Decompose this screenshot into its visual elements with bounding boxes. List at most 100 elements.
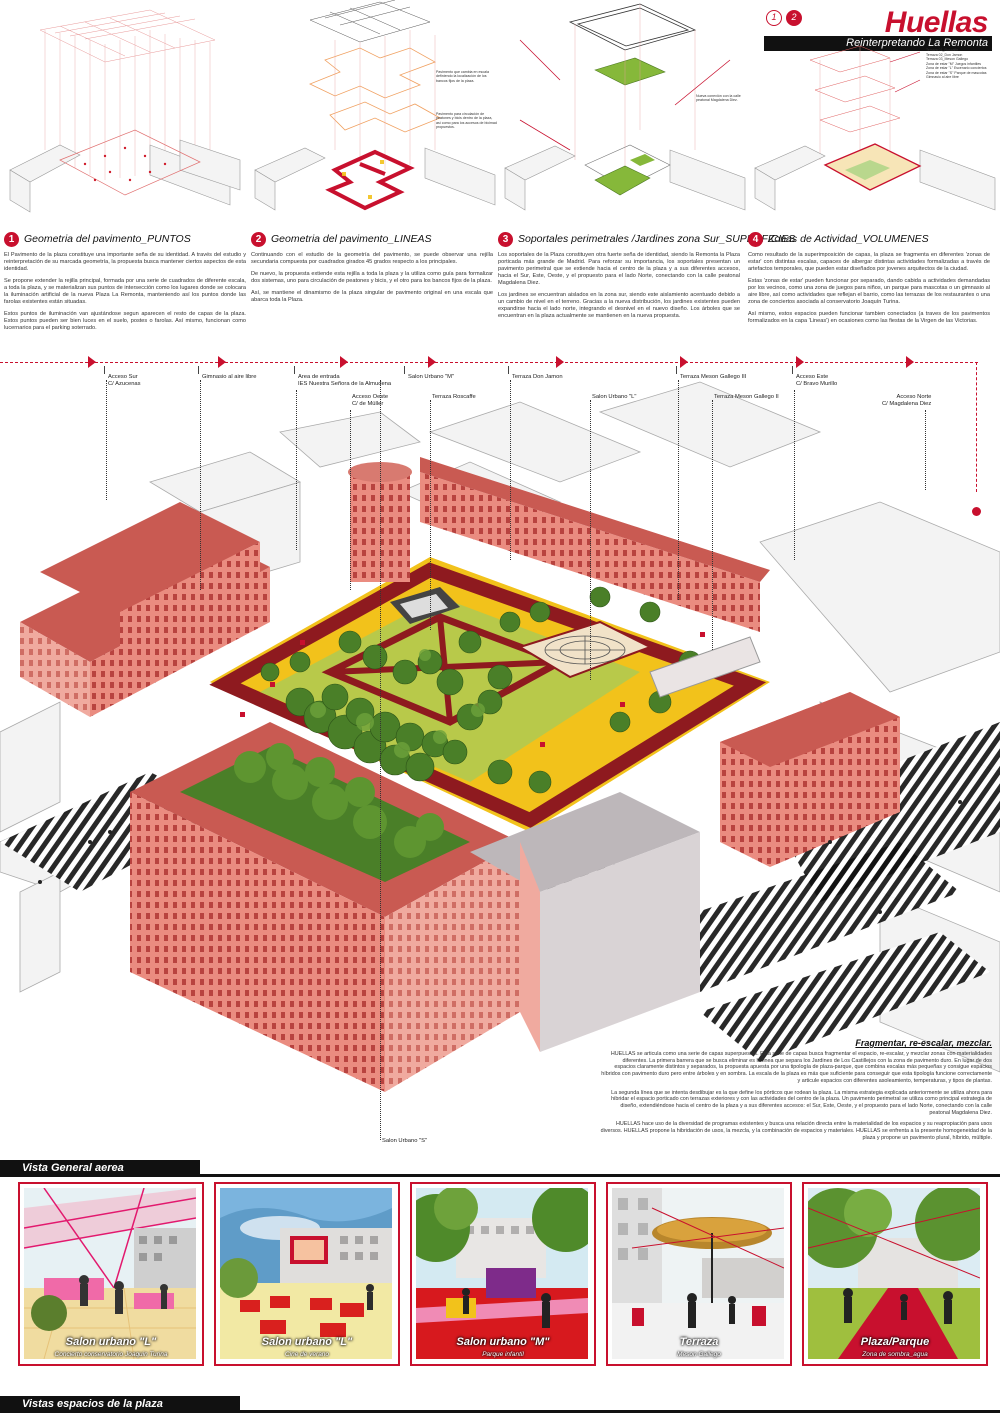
column-points: 1 Geometria del pavimento_PUNTOS El Pavi… xyxy=(4,230,246,337)
aerial-axonometric-graphic xyxy=(0,381,1000,1092)
diagram-lines: Pavimento que cambia en escala definiend… xyxy=(250,0,500,226)
column-paragraph: Se propone extender la rejilla principal… xyxy=(4,278,246,305)
column-paragraph: Así mismo, estos espacios pueden funcion… xyxy=(748,311,990,324)
diagram-volumes-legend: Terraza 01_Roscaffe Terraza 02_Don Jamon… xyxy=(926,48,998,80)
thumb-playground-image xyxy=(416,1188,588,1359)
column-number: 1 xyxy=(4,231,19,247)
page-subtitle: Reinterpretando La Remonta xyxy=(846,37,988,49)
diagram-surfaces-note: Nueva conexión con la calle peatonal Mag… xyxy=(696,94,741,103)
diagram-lines-note-2: Pavimento para circulación de peatones y… xyxy=(436,112,497,130)
concept-paragraph: La segunda línea que se intenta desdibuj… xyxy=(611,1089,992,1116)
thumb-terrace[interactable]: Terraza Meson Gallego xyxy=(606,1182,792,1366)
timeline-arrow-icon xyxy=(680,356,688,368)
timeline-arrow-icon xyxy=(428,356,436,368)
column-paragraph: Los jardines se encuentran aislados en l… xyxy=(498,292,740,319)
thumb-title: Plaza/Parque xyxy=(860,1336,930,1348)
label-terraza-roscaffe: Terraza Roscaffe xyxy=(432,394,476,400)
section-rule xyxy=(0,1174,1000,1177)
section-rule xyxy=(0,1410,1000,1413)
legend-item: Zona de estar "S" Parque de mascotas xyxy=(926,70,987,75)
legend-item: Terraza 03_Meson Gallego xyxy=(926,57,969,61)
panel-number-1[interactable]: 1 xyxy=(766,10,782,26)
label-salon-s: Salon Urbano "S" xyxy=(382,1138,428,1144)
thumb-concert[interactable]: Salon urbano "L" Concierto conservatorio… xyxy=(18,1182,204,1366)
column-title: Soportales perimetrales /Jardines zona S… xyxy=(518,233,796,245)
label-terraza-don-jamon: Terraza Don Jamon xyxy=(512,374,563,380)
column-volumes: 4 Zonas de Actividad_VOLUMENES Como resu… xyxy=(748,230,990,330)
column-title: Geometria del pavimento_PUNTOS xyxy=(24,233,191,245)
column-paragraph: Así, se mantiene el dinamismo de la plaz… xyxy=(251,290,493,303)
legend-item: Gimnasio al aire libre xyxy=(926,75,959,79)
timeline-line xyxy=(0,362,978,363)
view-thumbnails: Salon urbano "L" Concierto conservatorio… xyxy=(0,1182,1000,1372)
diagram-points xyxy=(0,0,250,226)
column-paragraph: Estos puntos de iluminación van ajustánd… xyxy=(4,311,246,331)
thumb-terrace-image xyxy=(612,1188,784,1359)
thumb-subtitle: Cine de verano xyxy=(284,1351,330,1358)
layer-diagrams: Pavimento que cambia en escala definiend… xyxy=(0,0,1000,226)
concept-text: Fragmentar, re-escalar, mezclar. HUELLAS… xyxy=(600,1038,992,1146)
column-paragraph: Continuando con el estudio de la geometr… xyxy=(251,252,493,265)
timeline-arrow-icon xyxy=(556,356,564,368)
label-area-entrada: Area de entrada IES Nuestra Señora de la… xyxy=(298,374,392,387)
diagram-points-graphic xyxy=(9,9,241,213)
section-title-views: Vistas espacios de la plaza xyxy=(22,1398,163,1410)
column-paragraph: Los soportales de la Plaza constituyen o… xyxy=(498,252,740,286)
timeline-arrow-icon xyxy=(218,356,226,368)
timeline-end-dot xyxy=(972,507,981,516)
legend-item: Zona de estar "M" Juegos infantiles xyxy=(926,61,982,66)
column-surfaces: 3 Soportales perimetrales /Jardines zona… xyxy=(498,230,795,325)
timeline-arrow-icon xyxy=(88,356,96,368)
thumb-title: Salon urbano "L" xyxy=(261,1336,353,1348)
label-meson-gallego-3: Terraza Meson Gallego III xyxy=(680,374,747,380)
thumb-subtitle: Parque infantil xyxy=(482,1351,524,1358)
diagram-surfaces: Nueva conexión con la calle peatonal Mag… xyxy=(500,0,750,226)
label-acceso-norte: Acceso Norte C/ Magdalena Diez xyxy=(882,394,932,407)
column-lines: 2 Geometria del pavimento_LINEAS Continu… xyxy=(251,230,493,309)
thumb-cinema[interactable]: Salon urbano "L" Cine de verano xyxy=(214,1182,400,1366)
concept-paragraph: HUELLAS se articula como una serie de ca… xyxy=(601,1051,992,1084)
thumb-cinema-image xyxy=(220,1188,392,1359)
thumb-park[interactable]: Plaza/Parque Zona de sombra_agua xyxy=(802,1182,988,1366)
concept-paragraph: HUELLAS hace uso de la diversidad de pro… xyxy=(600,1121,992,1141)
label-meson-gallego-2: Terraza Meson Gallego II xyxy=(714,394,779,400)
aerial-axonometric xyxy=(0,372,1000,1162)
thumb-title: Terraza xyxy=(679,1336,719,1348)
column-number: 3 xyxy=(498,231,513,247)
thumb-subtitle: Concierto conservatorio Joaquin Turina xyxy=(54,1351,168,1358)
section-bar-aerial: Vista General aerea xyxy=(0,1160,200,1176)
concept-heading: Fragmentar, re-escalar, mezclar. xyxy=(855,1038,992,1048)
subtitle-bar: Reinterpretando La Remonta xyxy=(764,36,992,51)
legend-item: Terraza 01_Roscaffe xyxy=(926,48,959,52)
header: 1 2 Huellas Reinterpretando La Remonta xyxy=(760,6,992,51)
thumb-playground[interactable]: Salon urbano "M" Parque infantil xyxy=(410,1182,596,1366)
panel-number-2[interactable]: 2 xyxy=(786,10,802,26)
thumb-title: Salon urbano "M" xyxy=(456,1336,550,1348)
label-salon-l: Salon Urbano "L" xyxy=(592,394,637,400)
label-acceso-oeste: Acceso Oeste C/ de Müller xyxy=(352,394,389,407)
diagram-lines-note-1: Pavimento que cambia en escala definiend… xyxy=(436,70,489,83)
diagram-lines-graphic xyxy=(254,0,496,211)
legend-item: Zona de estar "L" Escenario conciertos xyxy=(926,66,987,70)
label-acceso-sur: Acceso Sur C/ Azucenas xyxy=(108,374,141,387)
description-columns: 1 Geometria del pavimento_PUNTOS El Pavi… xyxy=(0,230,1000,350)
column-paragraph: De nuevo, la propuesta extiende esta rej… xyxy=(251,271,493,284)
column-title: Geometria del pavimento_LINEAS xyxy=(271,233,432,245)
section-title-aerial: Vista General aerea xyxy=(22,1162,124,1174)
legend-item: Terraza 02_Don Jamon xyxy=(926,52,963,57)
section-bar-views: Vistas espacios de la plaza xyxy=(0,1396,240,1412)
column-paragraph: Como resultado de la superimposición de … xyxy=(748,252,990,272)
page-title: Huellas xyxy=(884,6,989,39)
thumb-subtitle: Zona de sombra_agua xyxy=(862,1351,928,1358)
location-timeline: Acceso Sur C/ Azucenas Gimnasio al aire … xyxy=(0,352,1000,516)
diagram-volumes: Terraza 01_Roscaffe Terraza 02_Don Jamon… xyxy=(750,0,1000,226)
diagram-volumes-graphic xyxy=(754,45,996,211)
timeline-arrow-icon xyxy=(340,356,348,368)
column-paragraph: El Pavimento de la plaza constituye una … xyxy=(4,252,246,272)
timeline-arrow-icon xyxy=(796,356,804,368)
timeline-arrow-icon xyxy=(906,356,914,368)
panel-numbers: 1 2 xyxy=(766,10,802,26)
column-number: 4 xyxy=(748,231,763,247)
thumb-park-image xyxy=(808,1188,980,1359)
thumb-subtitle: Meson Gallego xyxy=(677,1351,721,1358)
